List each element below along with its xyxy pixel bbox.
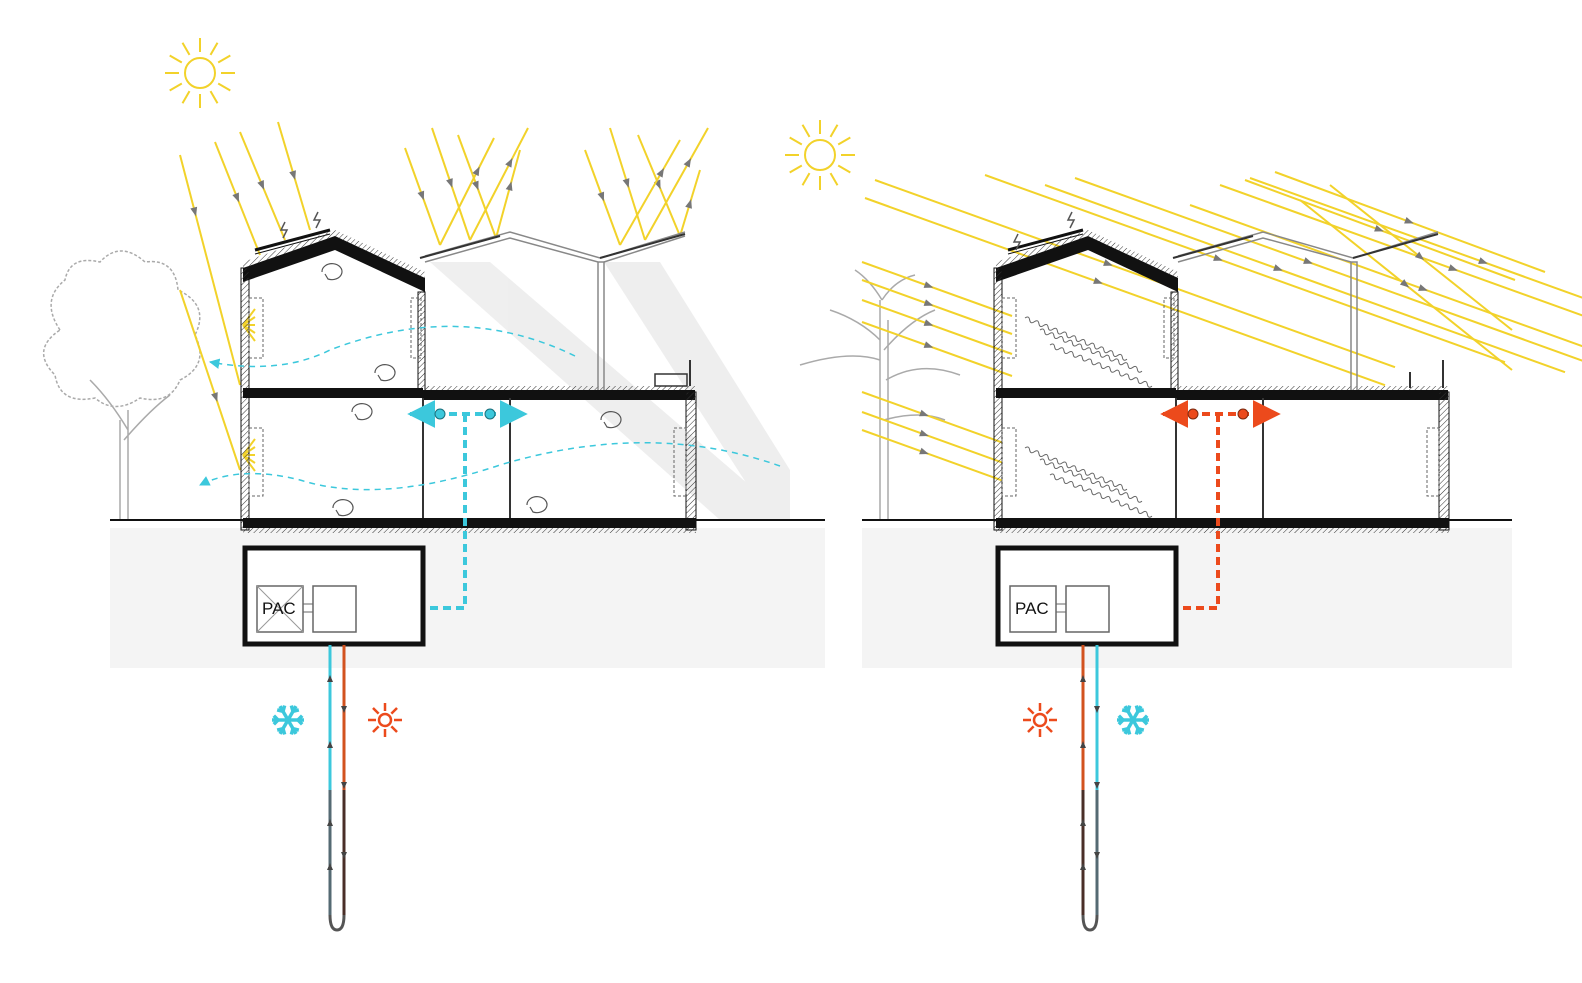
exchanger-unit: [1065, 585, 1110, 633]
vent-outlet: [484, 408, 496, 420]
roof: [996, 236, 1178, 292]
ground-slab: [243, 518, 696, 528]
ground-area: [110, 528, 825, 668]
sun-ray: [439, 137, 495, 246]
sun-icon: [785, 120, 855, 190]
house-section: [110, 230, 825, 533]
swirl-icon: [332, 499, 354, 517]
swirl-icon: [526, 496, 548, 514]
sun-ray: [1074, 177, 1582, 362]
sun-ray: [495, 149, 521, 239]
sun-symbol-icon: [1023, 703, 1057, 737]
vent-outlet: [1237, 408, 1249, 420]
summer-diagram: PAC: [43, 38, 825, 932]
swirl-icon: [351, 403, 373, 421]
sun-ray: [861, 391, 1003, 444]
sun-ray: [861, 429, 1003, 482]
sun-ray: [469, 127, 529, 241]
sun-ray: [861, 279, 1013, 335]
tree-icon: [43, 250, 201, 520]
vent-outlet: [434, 408, 446, 420]
house-section: [862, 230, 1512, 533]
flow-arrows: [1080, 675, 1100, 870]
snowflake-icon: [272, 705, 304, 735]
air-flow: [199, 325, 781, 491]
pac-label: PAC: [262, 599, 296, 618]
pac-unit: [1009, 585, 1057, 633]
sun-ray: [1249, 177, 1582, 299]
exchanger-unit: [312, 585, 357, 633]
sun-ray: [861, 321, 1013, 377]
sun-ray: [861, 299, 1013, 355]
sun-ray: [179, 154, 241, 386]
swirl-icon: [374, 364, 396, 382]
sun-ray: [179, 289, 241, 471]
sun-icon: [165, 38, 235, 108]
sun-rays: [179, 121, 709, 472]
outer-wall: [240, 267, 250, 531]
sun-rays: [861, 171, 1582, 482]
lightning-icon: [312, 211, 322, 229]
lightning-icon: [1012, 233, 1022, 251]
roof: [243, 236, 425, 292]
flow-arrows: [327, 675, 347, 870]
swirl-icon: [321, 263, 343, 281]
sun-ray: [1219, 184, 1582, 317]
ground-area: [862, 528, 1512, 668]
sun-ray: [864, 197, 1386, 387]
sun-symbol-icon: [368, 703, 402, 737]
geothermal-loop: [1081, 645, 1099, 932]
basement-plant-room: PAC: [242, 545, 426, 647]
sun-ray: [861, 411, 1003, 464]
sun-ray: [874, 179, 1396, 369]
basement-plant-room: PAC: [995, 545, 1179, 647]
air-swirls: [321, 263, 622, 517]
sun-ray: [619, 139, 681, 246]
swirl-icon: [600, 411, 622, 429]
lightning-icon: [1066, 211, 1076, 229]
floor-slab: [243, 388, 423, 398]
radiant-heat: [1024, 316, 1153, 518]
winter-diagram: PAC: [785, 120, 1582, 932]
sun-ray: [1044, 184, 1566, 374]
lightning-icon: [279, 221, 289, 239]
cross-mark: [256, 585, 304, 633]
sun-ray: [644, 127, 709, 241]
sun-ray: [861, 261, 1013, 317]
geothermal-loop: [328, 645, 346, 932]
sun-ray: [984, 174, 1506, 364]
pac-label: PAC: [1015, 599, 1049, 618]
snowflake-icon: [1117, 705, 1149, 735]
vent-outlet: [1187, 408, 1199, 420]
